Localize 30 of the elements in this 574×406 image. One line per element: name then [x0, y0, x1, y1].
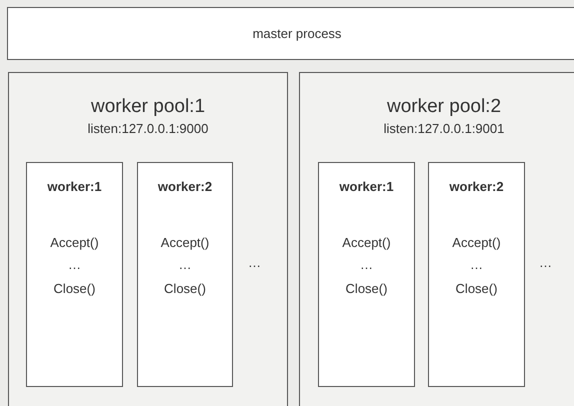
worker-title: worker:1 [46, 178, 103, 196]
method-label: Close() [454, 280, 498, 298]
listen-address: listen:127.0.0.1:9000 [86, 120, 210, 138]
method-label: Close() [52, 280, 96, 298]
method-label: Accept() [160, 234, 210, 252]
worker-title: worker:2 [448, 178, 505, 196]
more-workers-ellipsis: … [539, 254, 552, 272]
ellipsis: … [178, 256, 192, 274]
worker-title: worker:2 [156, 178, 214, 196]
worker-title: worker:1 [338, 178, 395, 196]
more-workers-ellipsis: … [248, 254, 261, 272]
method-label: Accept() [451, 234, 502, 252]
process-label: master process [252, 24, 342, 43]
ellipsis: … [469, 256, 484, 274]
worker-pool-box [8, 72, 288, 406]
ellipsis: … [359, 256, 374, 274]
worker-box [428, 162, 525, 387]
method-label: Close() [163, 280, 207, 298]
worker-box [26, 162, 123, 387]
listen-address: listen:127.0.0.1:9001 [382, 120, 506, 138]
method-label: Close() [344, 280, 388, 298]
method-label: Accept() [341, 234, 392, 252]
worker-box [318, 162, 415, 387]
worker-box [137, 162, 233, 387]
pool-title: worker pool:1 [90, 95, 206, 119]
master-process-box [7, 7, 574, 60]
pool-title: worker pool:2 [386, 95, 502, 119]
worker-pool-box [299, 72, 574, 406]
ellipsis: … [67, 256, 82, 274]
method-label: Accept() [49, 234, 100, 252]
